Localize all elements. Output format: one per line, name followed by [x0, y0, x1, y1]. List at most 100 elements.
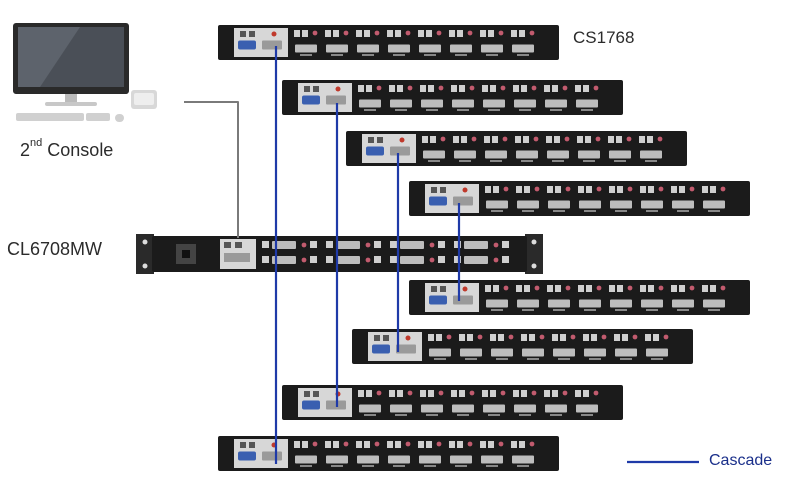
module-dvi-port [672, 200, 694, 209]
kvm-switch-unit [282, 385, 623, 420]
module-audio-port [596, 186, 602, 192]
module-label-plate [491, 210, 503, 212]
module-usb-port [617, 285, 623, 292]
module-dvi-port [481, 44, 503, 53]
module-audio-port [502, 136, 508, 142]
rack-ear-left [136, 234, 154, 274]
module-audio-port [376, 390, 382, 396]
dvi-port [453, 295, 473, 305]
module-label-plate [457, 109, 469, 111]
main-module-usb-port [454, 241, 461, 248]
module-audio-port [562, 85, 568, 91]
module-usb-port [333, 441, 339, 448]
module-label-plate [424, 54, 436, 56]
module-usb-port [389, 85, 395, 92]
module-usb-port [490, 334, 496, 341]
module-usb-port [583, 85, 589, 92]
module-usb-port [560, 334, 566, 341]
module-audio-port [498, 30, 504, 36]
module-audio-port [508, 334, 514, 340]
module-usb-port [513, 390, 519, 397]
main-module-dvi-port [336, 256, 360, 264]
module-usb-port [616, 136, 622, 143]
module-label-plate [527, 358, 539, 360]
usb-port [377, 137, 383, 143]
module-label-plate [496, 358, 508, 360]
module-label-plate [300, 465, 312, 467]
module-dvi-port [460, 348, 482, 357]
module-usb-port [586, 186, 592, 193]
module-label-plate [491, 309, 503, 311]
main-module-audio-port [301, 257, 307, 263]
module-usb-port [583, 334, 589, 341]
module-audio-port [405, 441, 411, 447]
module-usb-port [622, 334, 628, 341]
module-label-plate [708, 309, 720, 311]
module-usb-port [552, 390, 558, 397]
module-audio-port [438, 390, 444, 396]
module-dvi-port [450, 455, 472, 464]
main-module-dvi-port [272, 256, 296, 264]
main-module-usb-port [310, 241, 317, 248]
module-audio-port [529, 441, 535, 447]
module-label-plate [300, 54, 312, 56]
module-usb-port [364, 441, 370, 448]
module-label-plate [584, 309, 596, 311]
module-label-plate [455, 54, 467, 56]
module-label-plate [646, 309, 658, 311]
module-usb-port [702, 186, 708, 193]
main-module-usb-port [438, 256, 445, 263]
usb-port [374, 335, 380, 341]
module-usb-port [639, 136, 645, 143]
dvi-port [453, 196, 473, 206]
module-dvi-port [421, 99, 443, 108]
module-audio-port [374, 30, 380, 36]
rack-hole [531, 263, 537, 269]
module-usb-port [480, 30, 486, 37]
module-label-plate [589, 358, 601, 360]
module-usb-port [387, 441, 393, 448]
module-audio-port [440, 136, 446, 142]
module-audio-port [720, 285, 726, 291]
dvi-port [262, 40, 282, 50]
module-usb-port [575, 390, 581, 397]
module-usb-port [325, 30, 331, 37]
module-dvi-port [390, 99, 412, 108]
module-audio-port [632, 334, 638, 340]
module-audio-port [446, 334, 452, 340]
module-usb-port [521, 390, 527, 397]
module-dvi-port [295, 44, 317, 53]
module-audio-port [407, 85, 413, 91]
module-dvi-port [610, 200, 632, 209]
module-label-plate [615, 210, 627, 212]
module-dvi-port [483, 404, 505, 413]
main-module-usb-port [502, 256, 509, 263]
module-usb-port [356, 30, 362, 37]
module-dvi-port [545, 99, 567, 108]
module-audio-port [374, 441, 380, 447]
module-usb-port [302, 441, 308, 448]
module-label-plate [522, 210, 534, 212]
main-module-usb-port [326, 241, 333, 248]
main-module-usb-port [502, 241, 509, 248]
module-usb-port [511, 30, 517, 37]
main-console-unit [136, 234, 543, 274]
module-label-plate [395, 109, 407, 111]
module-usb-port [490, 85, 496, 92]
usb-port [249, 31, 255, 37]
computer-tower-face [134, 93, 154, 105]
module-dvi-port [517, 299, 539, 308]
module-usb-port [609, 285, 615, 292]
module-usb-port [366, 85, 372, 92]
module-audio-port [564, 136, 570, 142]
main-module-usb-port [262, 256, 269, 263]
mouse-icon [115, 114, 124, 122]
module-usb-port [585, 136, 591, 143]
module-dvi-port [429, 348, 451, 357]
module-label-plate [517, 54, 529, 56]
module-label-plate [362, 54, 374, 56]
rack-hole [142, 263, 148, 269]
vga-port [429, 196, 447, 206]
module-dvi-port [703, 200, 725, 209]
